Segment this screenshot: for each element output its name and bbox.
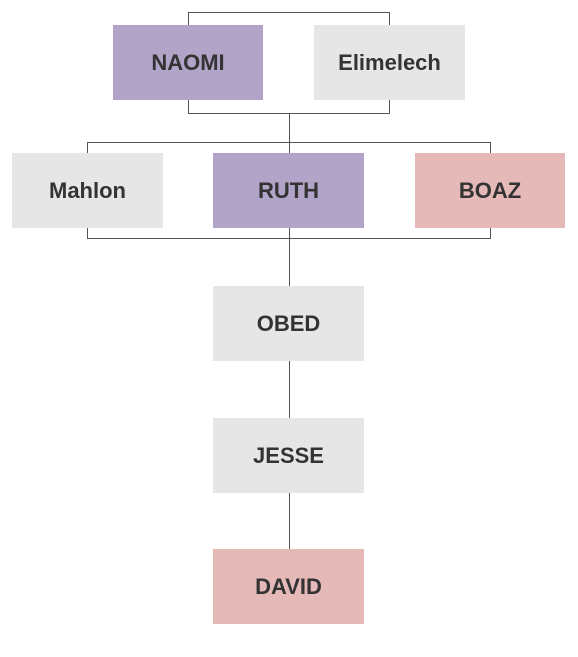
node-label-david: DAVID (255, 573, 322, 599)
connector-parents-bottom-bar (188, 100, 390, 114)
node-label-mahlon: Mahlon (49, 177, 126, 203)
node-jesse: JESSE (213, 418, 364, 493)
node-label-boaz: BOAZ (458, 177, 522, 203)
node-label-obed: OBED (256, 310, 321, 336)
node-mahlon: Mahlon (12, 153, 163, 228)
node-boaz: BOAZ (415, 153, 565, 228)
node-label-jesse: JESSE (253, 442, 324, 468)
node-obed: OBED (213, 286, 364, 361)
connector-couple-naomi-elimelech (188, 12, 390, 25)
node-david: DAVID (213, 549, 364, 624)
node-label-naomi: NAOMI (151, 49, 225, 75)
node-label-elimelech: Elimelech (338, 49, 441, 75)
node-elimelech: Elimelech (314, 25, 465, 100)
node-naomi: NAOMI (113, 25, 263, 100)
node-label-ruth: RUTH (257, 177, 320, 203)
node-ruth: RUTH (213, 153, 364, 228)
